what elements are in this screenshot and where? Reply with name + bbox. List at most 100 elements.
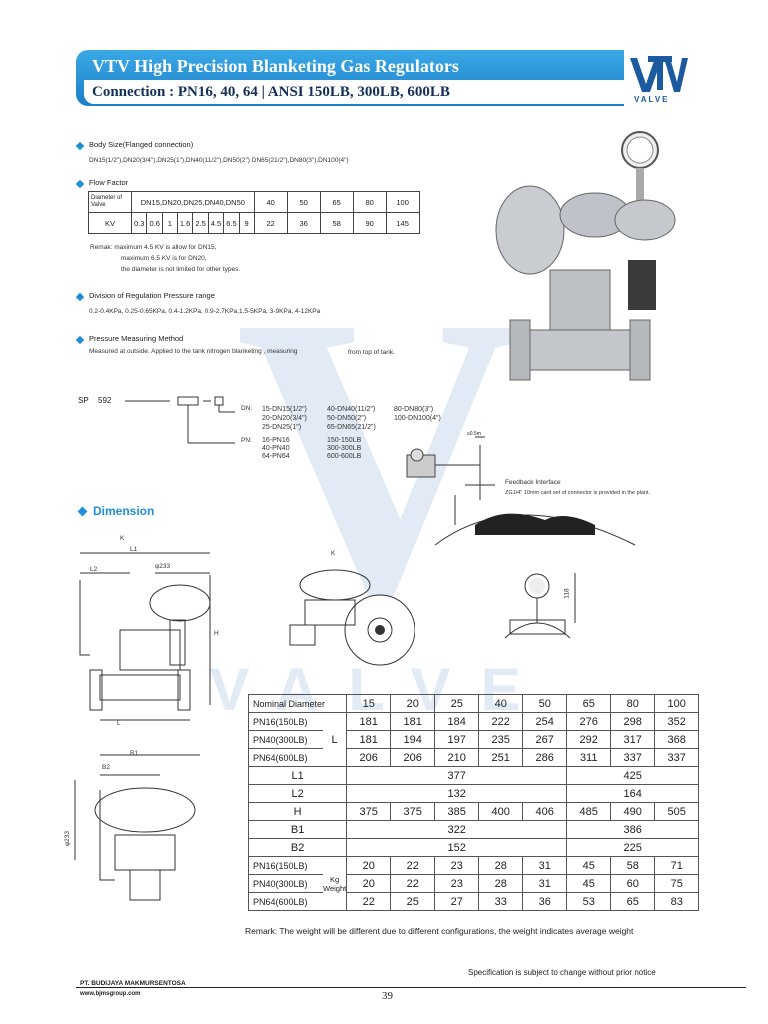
kv-cell: 0.6 (146, 212, 163, 234)
kv-row1-group: DN15,DN20,DN25,DN40,DN50 (131, 191, 255, 213)
pressure-range-heading: Division of Regulation Pressure range (89, 291, 215, 300)
svg-text:V: V (236, 260, 525, 677)
table-cell: 375 (390, 802, 436, 821)
table-cell: 45 (566, 856, 612, 875)
top-view-drawing (289, 569, 415, 666)
label-phi: φ233 (155, 563, 171, 570)
kv-cell: 58 (319, 212, 354, 234)
table-cell: 25 (390, 892, 436, 911)
table-cell: 53 (566, 892, 612, 911)
model-prefix: SP (78, 396, 89, 405)
feedback-dim: ≥0.5m (467, 431, 481, 437)
table-cell: 65 (610, 892, 656, 911)
pn-item: 40-PN40 (262, 445, 290, 452)
dn-col-1: 15-DN15(1/2") 20-DN20(3/4") 25-DN25(1") (262, 405, 307, 432)
watermark-logo: V VALVE (209, 260, 525, 723)
dn-item: 65-DN65(21/2") (327, 424, 376, 431)
table-cell: 22 (390, 856, 436, 875)
table-cell: 337 (610, 748, 656, 767)
table-cell: 317 (610, 730, 656, 749)
tank-installation-diagram (406, 436, 636, 546)
kv-cell: 22 (253, 212, 288, 234)
weight-unit: Weight (323, 883, 347, 893)
table-cell: 406 (522, 802, 568, 821)
table-cell: 33 (478, 892, 524, 911)
feedback-title: Feedback Interface (505, 479, 561, 486)
front-view-drawing (79, 552, 211, 721)
table-cell: 490 (610, 802, 656, 821)
kv-cell: 40 (253, 191, 288, 213)
kv-cell: 2.5 (192, 212, 209, 234)
table-cell: 235 (478, 730, 524, 749)
table-cell: 222 (478, 712, 524, 731)
table-cell: 375 (346, 802, 392, 821)
table-cell: 267 (522, 730, 568, 749)
kv-cell: 145 (385, 212, 420, 234)
label-phi2: φ233 (64, 830, 72, 847)
dn-header-cell: 100 (654, 694, 700, 713)
table-cell: 181 (346, 730, 392, 749)
kv-cell: 0.3 (130, 212, 148, 234)
label-l2: L2 (90, 566, 98, 573)
table-cell: 28 (478, 874, 524, 893)
table-cell: 75 (654, 874, 700, 893)
row-label: H (247, 802, 348, 821)
table-cell: 22 (346, 892, 392, 911)
kv-cell: 90 (352, 212, 387, 234)
label-k: K (120, 535, 125, 542)
kv-cell: 50 (286, 191, 321, 213)
pn-item: 300-300LB (327, 445, 362, 452)
dn-header-cell: 65 (566, 694, 612, 713)
row-label: PN40(300LB) (248, 730, 323, 749)
table-cell: 181 (346, 712, 392, 731)
bullet-icon (75, 292, 85, 302)
row-label: B1 (247, 820, 348, 839)
table-cell: 505 (654, 802, 700, 821)
model-number: 592 (98, 396, 112, 405)
table-cell: 337 (654, 748, 700, 767)
table-cell: 251 (478, 748, 524, 767)
dn-item: 50-DN50(2") (327, 415, 367, 422)
dimension-heading: Dimension (93, 504, 155, 518)
footer-company: PT. BUDIJAYA MAKMURSENTOSA (80, 980, 186, 987)
table-cell: 352 (654, 712, 700, 731)
bullet-icon (75, 141, 85, 151)
kv-cell: 9 (238, 212, 255, 234)
pn-col-1: 16-PN16 40-PN40 64-PN64 (262, 437, 290, 461)
table-cell: 184 (434, 712, 480, 731)
table-cell: 377 (346, 766, 568, 785)
table-cell: 27 (434, 892, 480, 911)
measuring-text: Measured at outside. Applied to the tank… (89, 348, 298, 355)
dn-header-cell: 25 (434, 694, 480, 713)
kv-remark-2: maximum 6.5 KV is for DN20, (121, 255, 207, 262)
table-cell: 83 (654, 892, 700, 911)
pn-item: 64-PN64 (262, 453, 290, 460)
footer-website[interactable]: www.bjmsgroup.com (80, 991, 141, 997)
table-cell: 58 (610, 856, 656, 875)
table-cell: 400 (478, 802, 524, 821)
pn-item: 150-150LB (327, 437, 362, 444)
measuring-heading: Pressure Measuring Method (89, 334, 184, 343)
kv-row1-label: Diameter of Valve (88, 191, 132, 213)
body-size-text: DN15(1/2"),DN20(3/4"),DN25(1"),DN40(11/2… (89, 157, 349, 164)
table-cell: 425 (566, 766, 700, 785)
kg-unit: Kg (330, 874, 340, 884)
label-b2: B2 (102, 764, 110, 771)
vtv-logo (630, 56, 688, 92)
row-label: PN16(150LB) (248, 856, 323, 875)
table-cell: 368 (654, 730, 700, 749)
dn-item: 100-DN100(4") (394, 415, 441, 422)
row-label: PN40(300LB) (248, 874, 323, 893)
table-cell: 71 (654, 856, 700, 875)
page-title: VTV High Precision Blanketing Gas Regula… (92, 56, 459, 76)
kv-cell: 100 (385, 191, 420, 213)
l-unit: L (323, 712, 348, 767)
table-cell: 206 (390, 748, 436, 767)
label-l: L (117, 720, 121, 727)
feedback-note: ZG1/4" 10mm card set of connector is pro… (505, 490, 651, 496)
dn-item: 15-DN15(1/2") (262, 406, 307, 413)
table-cell: 298 (610, 712, 656, 731)
dn-item: 80-DN80(3") (394, 406, 434, 413)
label-k2: K (331, 550, 336, 557)
row-label: PN64(600LB) (248, 748, 323, 767)
